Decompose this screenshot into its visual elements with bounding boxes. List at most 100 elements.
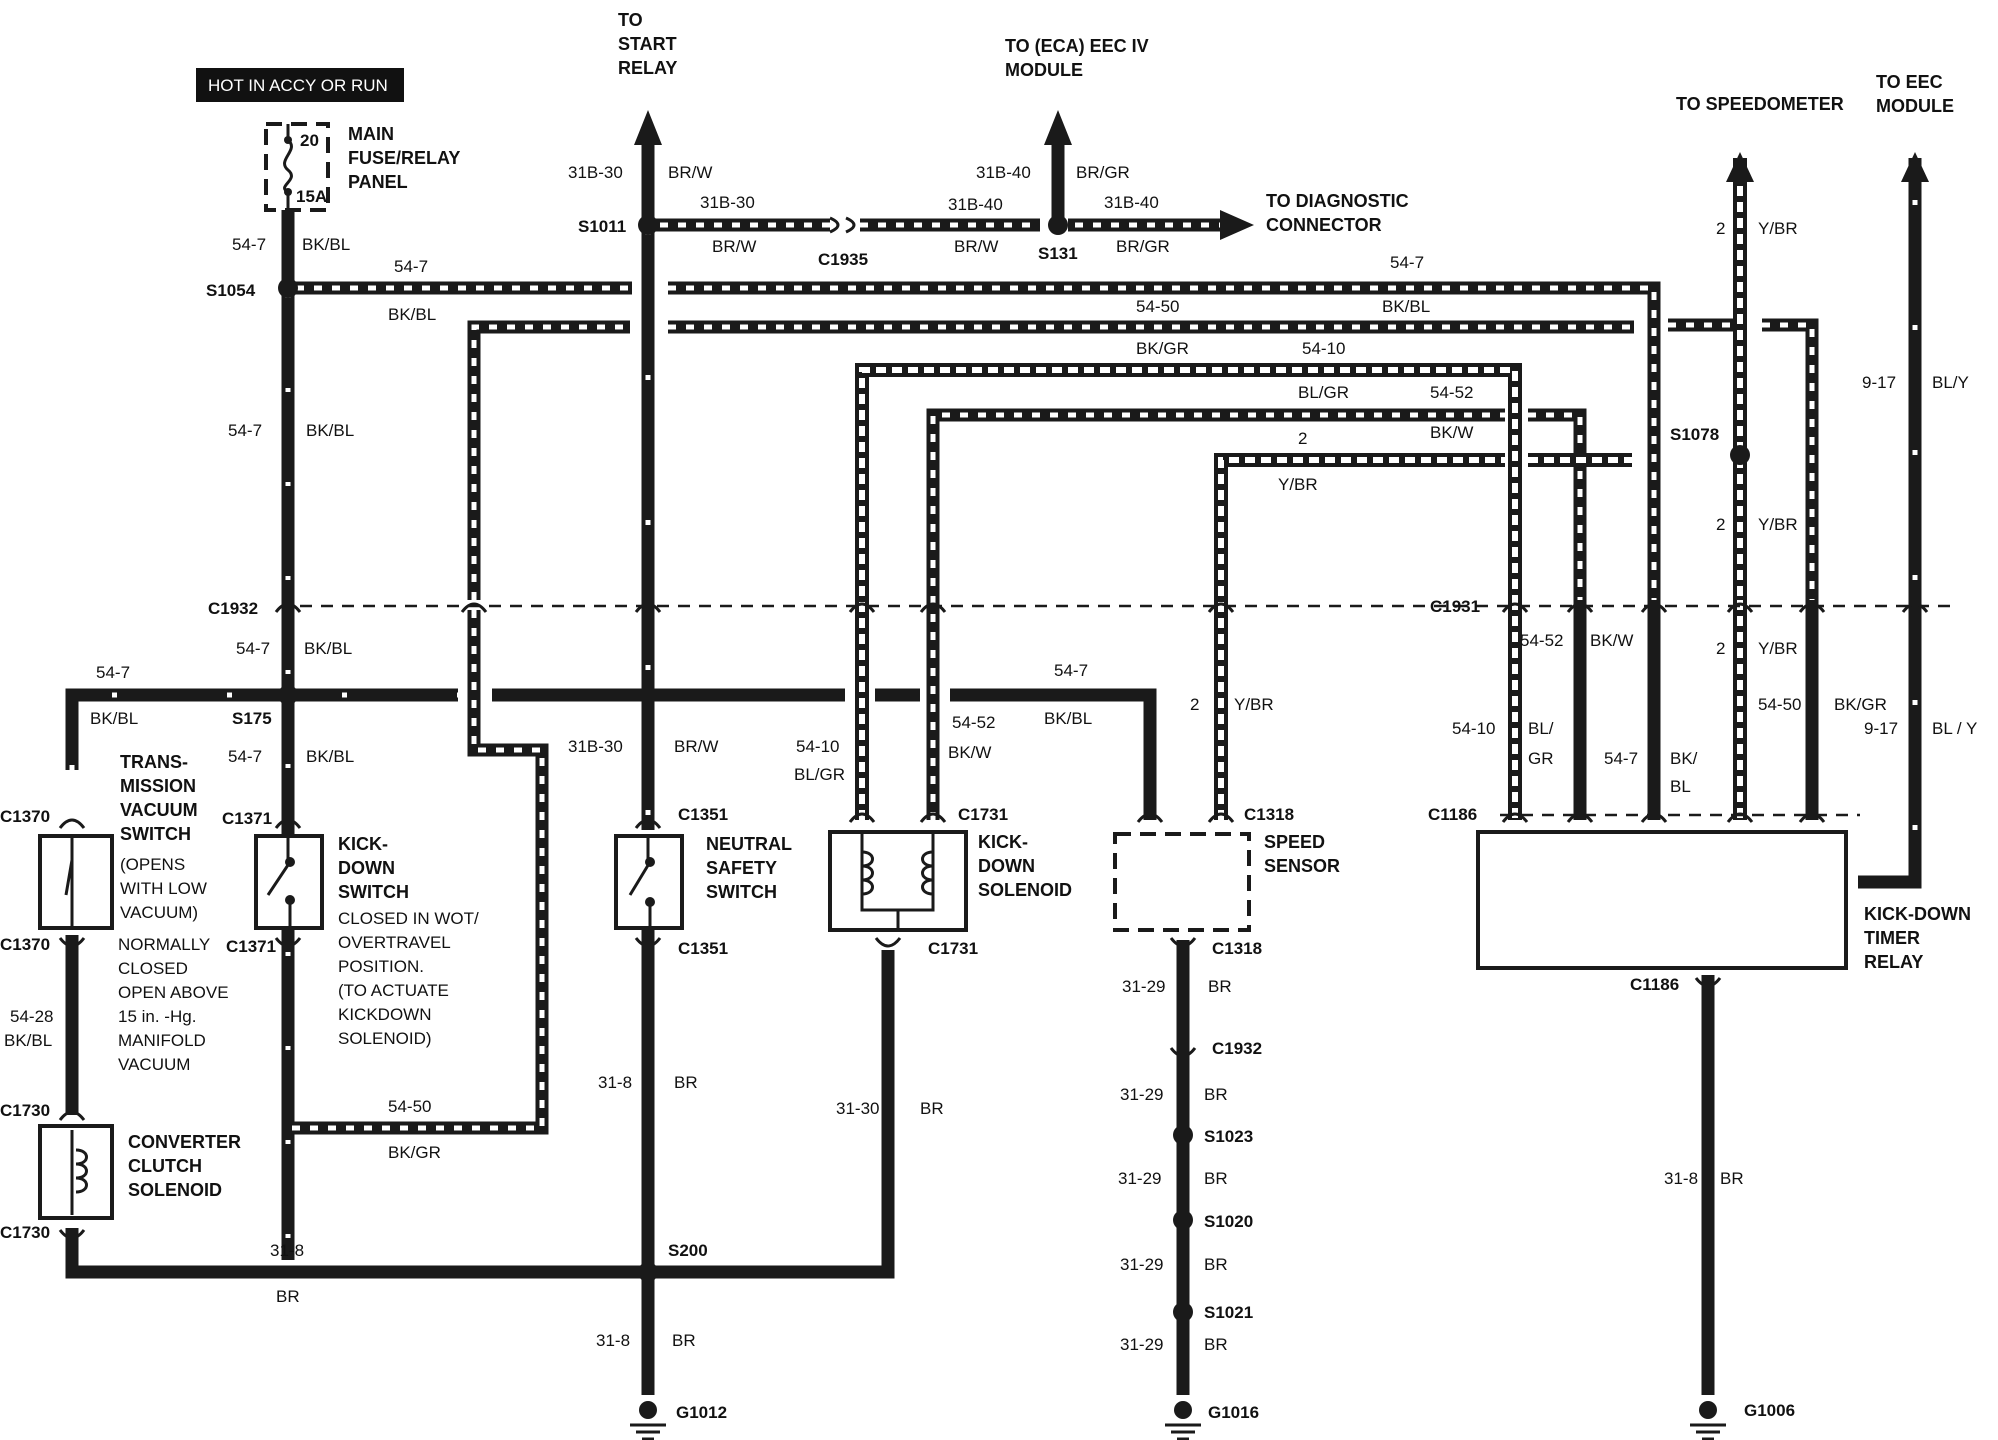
wl-ybr-e: Y/BR [1758, 639, 1798, 658]
label-s131: S131 [1038, 244, 1078, 263]
label-c1351-bottom: C1351 [678, 939, 728, 958]
fuse-amps-top: 20 [300, 131, 319, 150]
wl-bkw-top: BK/W [1430, 423, 1473, 442]
label-c1932: C1932 [208, 599, 258, 618]
wl-brgr-a: BR/GR [1076, 163, 1130, 182]
dest-start-1: TO [618, 10, 643, 30]
label-s1011: S1011 [578, 217, 626, 236]
wl-31-8-a: 31-8 [270, 1241, 304, 1260]
wl-bkgr-d: BK/GR [388, 1143, 441, 1162]
wl-2-top: 2 [1298, 429, 1307, 448]
wire-31b-30 [641, 135, 1040, 830]
label-c1931: C1931 [1430, 597, 1480, 616]
ground-g1006-icon [1690, 1401, 1726, 1440]
kds-label-1: KICK- [338, 834, 388, 854]
wl-54-52-c: 54-52 [1520, 631, 1563, 650]
wl-bkbl-c: BK/BL [1382, 297, 1430, 316]
arrow-diagnostic-icon [1220, 210, 1254, 240]
tvs-note2-2: CLOSED [118, 959, 188, 978]
wire-9-17 [1858, 158, 1922, 889]
wl-bly-a: BL/Y [1932, 373, 1969, 392]
wire-54-52 [926, 408, 1587, 820]
label-c1932-lower: C1932 [1212, 1039, 1262, 1058]
kdsol-label-2: DOWN [978, 856, 1035, 876]
kickdown-timer-relay-box [1476, 830, 1848, 970]
wl-9-17-a: 9-17 [1862, 373, 1896, 392]
nss-label-1: NEUTRAL [706, 834, 792, 854]
wl-br-f: BR [1204, 1085, 1228, 1104]
dest-start-2: START [618, 34, 677, 54]
fuse-label-1: MAIN [348, 124, 394, 144]
clutch-coil-icon [70, 1130, 88, 1215]
wl-31-29-b: 31-29 [1120, 1085, 1163, 1104]
kds-label-2: DOWN [338, 858, 395, 878]
dest-start-3: RELAY [618, 58, 677, 78]
label-c1731-top: C1731 [958, 805, 1008, 824]
wl-bkbl-a: BK/BL [302, 235, 350, 254]
wl-br-j: BR [1720, 1169, 1744, 1188]
label-s1020: S1020 [1204, 1212, 1253, 1231]
tvs-note2-4: 15 in. -Hg. [118, 1007, 196, 1026]
wl-bkw-c: BK/W [1590, 631, 1633, 650]
label-c1186-top: C1186 [1428, 805, 1477, 824]
ccs-label-1: CONVERTER [128, 1132, 241, 1152]
wl-brgr-b: BR/GR [1116, 237, 1170, 256]
splice-s1020 [1173, 1210, 1193, 1230]
splice-s1011 [638, 215, 658, 235]
splice-s131 [1048, 215, 1068, 235]
timer-label-1: KICK-DOWN [1864, 904, 1971, 924]
tvs-note2-1: NORMALLY [118, 935, 210, 954]
vacuum-switch-icon [64, 836, 74, 928]
label-c1318-top: C1318 [1244, 805, 1294, 824]
wl-54-50-d: 54-50 [388, 1097, 431, 1116]
wl-31b-30-b: 31B-30 [700, 193, 755, 212]
tvs-label-1: TRANS- [120, 752, 188, 772]
wl-ybr-top: Y/BR [1278, 475, 1318, 494]
wl-2-c: 2 [1716, 219, 1725, 238]
wl-54-7-a: 54-7 [232, 235, 266, 254]
wl-bkbl-f: BK/BL [90, 709, 138, 728]
wl-ybr-c: Y/BR [1758, 219, 1798, 238]
ground-g1012-icon [630, 1401, 666, 1440]
wl-br-e: BR [1208, 977, 1232, 996]
wl-bkgr-top: BK/GR [1136, 339, 1189, 358]
wl-br-i: BR [1204, 1335, 1228, 1354]
label-s1021: S1021 [1204, 1303, 1253, 1322]
splice-s200 [638, 1262, 658, 1282]
wl-54-7-f: 54-7 [96, 663, 130, 682]
tvs-note2-3: OPEN ABOVE [118, 983, 229, 1002]
solenoid-coil-icon [860, 832, 935, 932]
wl-54-50-top: 54-50 [1136, 297, 1179, 316]
tvs-note2-5: MANIFOLD [118, 1031, 206, 1050]
wire-31-8 [65, 930, 1715, 1395]
timer-label-3: RELAY [1864, 952, 1923, 972]
wl-bkgr-c: BK/GR [1834, 695, 1887, 714]
label-c1371-bottom: C1371 [226, 937, 276, 956]
transmission-vacuum-switch-box [38, 834, 114, 930]
wl-brw-d: BR/W [674, 737, 718, 756]
splice-s175 [278, 685, 298, 705]
wl-54-10-c: 54-10 [1452, 719, 1495, 738]
wl-54-10-b: 54-10 [796, 737, 839, 756]
fuse-box [264, 122, 330, 212]
wl-54-7-d: 54-7 [228, 421, 262, 440]
nss-label-2: SAFETY [706, 858, 777, 878]
wl-br-a: BR [276, 1287, 300, 1306]
fuse-label-2: FUSE/RELAY [348, 148, 460, 168]
label-g1006: G1006 [1744, 1401, 1795, 1420]
tvs-label-4: SWITCH [120, 824, 191, 844]
ccs-label-2: CLUTCH [128, 1156, 202, 1176]
splice-s1054 [278, 278, 298, 298]
connector-chevrons [58, 216, 1929, 1240]
tvs-note2-6: VACUUM [118, 1055, 190, 1074]
wl-2-d: 2 [1716, 515, 1725, 534]
label-c1730-bottom: C1730 [0, 1223, 50, 1242]
dest-speedometer: TO SPEEDOMETER [1676, 94, 1844, 114]
wl-54-7-e: 54-7 [236, 639, 270, 658]
wl-31b-40-b: 31B-40 [948, 195, 1003, 214]
speed-sensor-box [1113, 832, 1251, 932]
wl-brw-a: BR/W [668, 163, 712, 182]
wl-54-7-i: 54-7 [1604, 749, 1638, 768]
wl-2-e: 2 [1716, 639, 1725, 658]
